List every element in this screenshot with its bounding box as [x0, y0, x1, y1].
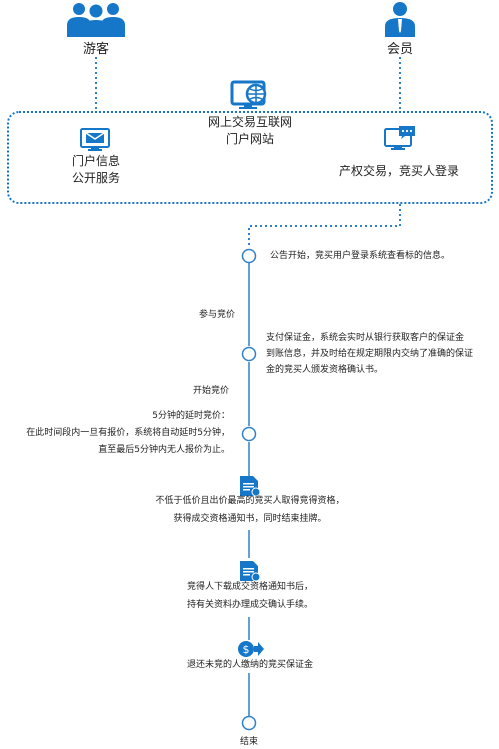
step-deposit-line3: 金的竞买人颁发资格确认书。 [266, 365, 384, 375]
step-confirm-line1: 竞得人下载成交资格通知书后， [186, 582, 313, 592]
timeline-node-2 [241, 346, 257, 362]
monitor-chat-icon [384, 126, 415, 150]
document-download-icon [240, 561, 261, 582]
visitor-label: 游客 [82, 42, 109, 57]
portal-right-text: 产权交易，竞买人登录 [339, 164, 460, 178]
member-label: 会员 [386, 42, 413, 57]
step-delay-line3: 直至最后5分钟内无人报价为止。 [98, 445, 230, 455]
step-start-bidding: 开始竞价 [192, 386, 229, 396]
step-deposit-line2: 到账信息，并及时给在规定期限内交纳了准确的保证 [266, 349, 474, 359]
step-delay-line2: 在此时间段内一旦有报价，系统将自动延时5分钟， [26, 428, 230, 438]
timeline-node-1 [241, 248, 257, 264]
portal-to-timeline-connector [248, 204, 401, 246]
portal-box [7, 111, 493, 204]
portal-left-line1: 门户信息 [71, 154, 120, 168]
timeline-node-end [241, 715, 257, 731]
end-label: 结束 [239, 737, 258, 747]
portal-title-line1: 网上交易互联网 [207, 115, 292, 129]
member-person-icon [385, 2, 415, 37]
visitor-person-icon [67, 3, 125, 37]
step-winner-line2: 获得成交资格通知书，同时结束挂牌。 [173, 514, 327, 524]
step-join-bidding: 参与竞价 [198, 310, 235, 320]
money-transfer-icon: $ [238, 641, 264, 657]
step-deposit-line1: 支付保证金，系统会实时从银行获取客户的保证金 [266, 333, 465, 343]
step-announcement: 公告开始，竞买用户登录系统查看标的信息。 [270, 251, 451, 261]
portal-left-line2: 公开服务 [71, 171, 120, 185]
document-icon [240, 476, 261, 497]
monitor-mail-icon [80, 128, 110, 151]
timeline-node-3 [241, 426, 257, 442]
portal-title-line2: 门户网站 [225, 132, 274, 146]
step-winner-line1: 不低于低价且出价最高的竞买人取得竞得资格， [155, 496, 345, 506]
svg-text:$: $ [243, 643, 250, 656]
step-confirm-line2: 持有关资料办理成交确认手续。 [186, 600, 313, 610]
monitor-globe-icon [230, 80, 267, 109]
step-refund: 退还未竞的人缴纳的竞买保证金 [186, 660, 313, 670]
step-delay-line1: 5分钟的延时竞价： [152, 411, 230, 421]
